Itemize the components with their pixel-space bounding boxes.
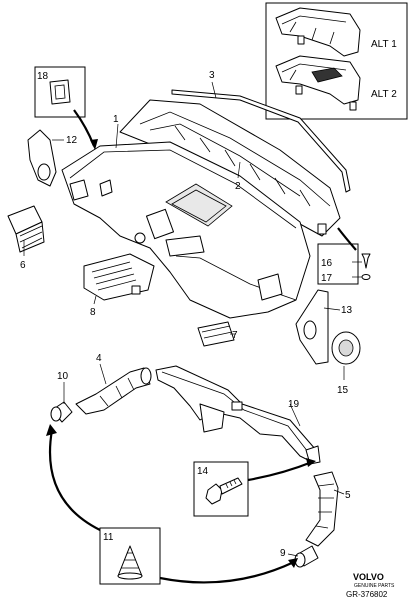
- upper-frame-part-2: [119, 99, 341, 237]
- box-part-18: [34, 66, 86, 118]
- callout-17: 17: [321, 273, 333, 284]
- callout-19: 19: [288, 399, 300, 410]
- side-panel-part-12: [27, 129, 57, 187]
- arrow-11-left: [48, 429, 101, 531]
- alt-2-label: ALT 2: [371, 89, 397, 100]
- callout-4: 4: [96, 353, 102, 364]
- brand-logo: VOLVO: [353, 572, 384, 582]
- callout-11: 11: [103, 532, 114, 543]
- arrow-11-right: [159, 561, 295, 584]
- duct-part-5: [305, 471, 339, 547]
- diagram-code: GR-376802: [346, 590, 388, 599]
- bolt-part-14: [205, 477, 243, 505]
- callout-16: 16: [321, 258, 333, 269]
- clip-part-18: [49, 79, 71, 105]
- screw-part-16: [361, 253, 371, 269]
- cover-part-15: [331, 331, 361, 365]
- vent-part-6: [7, 205, 45, 253]
- arrow-16-17: [337, 227, 357, 251]
- vent-part-7: [197, 321, 235, 347]
- callout-2: 2: [235, 181, 241, 192]
- callout-13: 13: [341, 305, 353, 316]
- callout-12: 12: [66, 135, 78, 146]
- callout-6: 6: [20, 260, 26, 271]
- arrow-14: [247, 460, 313, 482]
- brand-tagline: GENUINE PARTS: [354, 583, 395, 589]
- alternatives-inset: [265, 2, 408, 120]
- callout-9: 9: [280, 548, 286, 559]
- callout-15: 15: [337, 385, 349, 396]
- callout-7: 7: [232, 330, 238, 341]
- cone-part-11: [117, 545, 143, 580]
- callout-10: 10: [57, 371, 69, 382]
- nozzle-part-10: [50, 401, 73, 423]
- leader-lines: [23, 81, 362, 557]
- callout-3: 3: [209, 70, 215, 81]
- alt-1-label: ALT 1: [371, 39, 397, 50]
- washer-part-17: [361, 274, 371, 280]
- vent-part-8: [83, 253, 155, 301]
- callout-18: 18: [37, 71, 49, 82]
- callout-14: 14: [197, 466, 209, 477]
- callout-8: 8: [90, 307, 96, 318]
- trim-strip-part-3: [171, 89, 351, 193]
- nozzle-part-9: [294, 545, 319, 568]
- duct-part-4: [75, 367, 152, 415]
- callout-5: 5: [345, 490, 351, 501]
- callout-1: 1: [113, 114, 119, 125]
- dashboard-part-1: [61, 141, 311, 319]
- side-panel-part-13: [295, 289, 329, 365]
- box-parts-16-17: [317, 243, 359, 285]
- duct-part-19: [155, 365, 321, 465]
